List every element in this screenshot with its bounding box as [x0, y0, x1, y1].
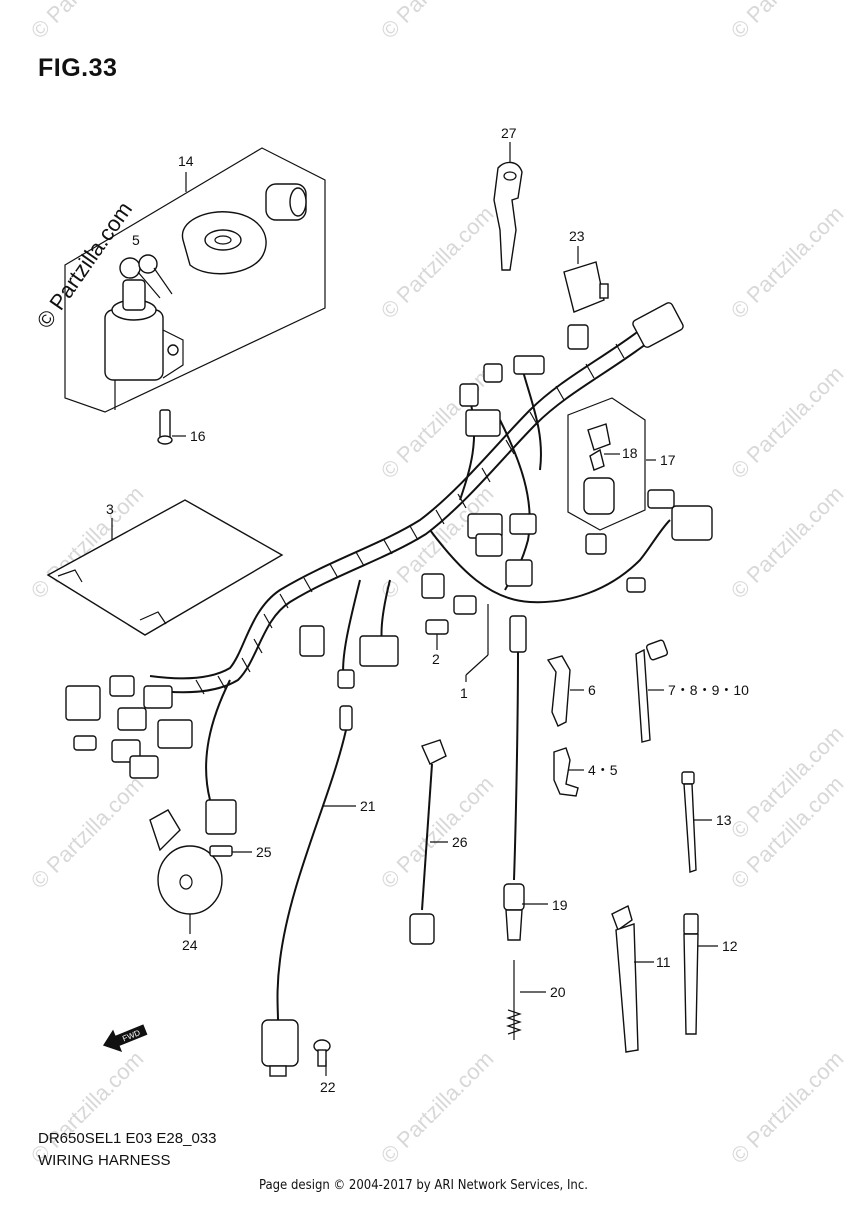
callout-2: 2: [432, 651, 440, 667]
harness-tape-wrap: [383, 539, 393, 555]
watermark-text: © Partzilla.com: [376, 771, 499, 894]
key-icon: [119, 254, 173, 299]
callout-26: 26: [452, 834, 468, 850]
harness-tape-wrap: [241, 657, 251, 673]
harness-tape-wrap: [457, 493, 467, 509]
callout-22: 22: [320, 1079, 336, 1095]
watermark-text: © Partzilla.com: [726, 1046, 847, 1169]
switch-19[interactable]: [503, 615, 548, 941]
callout-19: 19: [552, 897, 568, 913]
harness-tape-wrap: [195, 679, 205, 695]
wiring-harness-main[interactable]: [65, 301, 713, 835]
callout-1: 1: [460, 685, 468, 701]
harness-tape-wrap: [481, 467, 491, 483]
callout-14: 14: [178, 153, 194, 169]
callout-4-5: 4・5: [588, 762, 618, 778]
bolt-25[interactable]: [209, 845, 252, 857]
watermark-text: © Partzilla.com: [726, 481, 847, 604]
clamp-6[interactable]: [546, 655, 584, 727]
watermark-text: © Partzilla.com: [376, 1046, 499, 1169]
ignition-switch-set[interactable]: [64, 147, 326, 413]
harness-tape-wrap: [263, 613, 273, 629]
cable-tie-12[interactable]: [683, 913, 718, 1035]
callout-20: 20: [550, 984, 566, 1000]
harness-tape-wrap: [329, 563, 339, 579]
relay-23[interactable]: [563, 246, 609, 313]
callout-7-10: 7・8・9・10: [668, 682, 749, 698]
sensor-26[interactable]: [409, 739, 448, 945]
cable-tie-13[interactable]: [681, 771, 712, 873]
cable-tie-11[interactable]: [611, 904, 654, 1053]
screw-22[interactable]: [313, 1039, 331, 1076]
callout-24: 24: [182, 937, 198, 953]
callout-11: 11: [656, 954, 671, 970]
fuse-box-17[interactable]: [567, 397, 656, 531]
callout-13: 13: [716, 812, 732, 828]
sensor-lead-21[interactable]: [261, 705, 356, 1077]
callout-5: 5: [132, 232, 140, 248]
harness-tape-wrap: [217, 675, 227, 691]
callout-16: 16: [190, 428, 206, 444]
callout-18: 18: [622, 445, 638, 461]
watermark-text: © Partzilla.com: [26, 771, 149, 894]
callout-25: 25: [256, 844, 272, 860]
figure-caption: WIRING HARNESS: [38, 1152, 171, 1169]
callout-3: 3: [106, 501, 114, 517]
harness-tape-wrap: [303, 577, 313, 593]
watermark-text: © Partzilla.com: [376, 201, 499, 324]
callout-21: 21: [360, 798, 376, 814]
harness-tape-wrap: [253, 638, 263, 654]
watermark-text: © Partzilla.com: [726, 0, 847, 44]
spring-20[interactable]: [506, 960, 546, 1040]
harness-tape-wrap: [355, 551, 365, 567]
figure-title: FIG.33: [38, 54, 118, 82]
model-code: DR650SEL1 E03 E28_033: [38, 1130, 217, 1147]
cable-tie-7-10[interactable]: [635, 639, 669, 743]
watermark-text: © Partzilla.com: [726, 201, 847, 324]
harness-tape-wrap: [555, 385, 565, 401]
screw-16[interactable]: [157, 409, 186, 445]
page-footer: Page design © 2004-2017 by ARI Network S…: [259, 1178, 588, 1193]
callout-17: 17: [660, 452, 676, 468]
key-blank-27[interactable]: [493, 142, 523, 271]
watermark-text: © Partzilla.com: [26, 1046, 149, 1169]
harness-tape-wrap: [279, 593, 289, 609]
clamp-4-5[interactable]: [553, 747, 584, 797]
horn-24[interactable]: [149, 809, 223, 934]
callout-6: 6: [588, 682, 596, 698]
harness-tape-wrap: [615, 343, 625, 359]
service-manual-sheet-3[interactable]: [46, 499, 284, 636]
harness-tape-wrap: [585, 363, 595, 379]
callout-23: 23: [569, 228, 585, 244]
harness-tape-wrap: [505, 439, 515, 455]
callout-12: 12: [722, 938, 738, 954]
watermark-text: © Partzilla.com: [26, 0, 149, 44]
watermark-text: © Partzilla.com: [376, 0, 499, 44]
watermark-text: © Partzilla.com: [726, 361, 847, 484]
harness-tape-wrap: [409, 525, 419, 541]
harness-tape-wrap: [435, 509, 445, 525]
callout-27: 27: [501, 125, 517, 141]
